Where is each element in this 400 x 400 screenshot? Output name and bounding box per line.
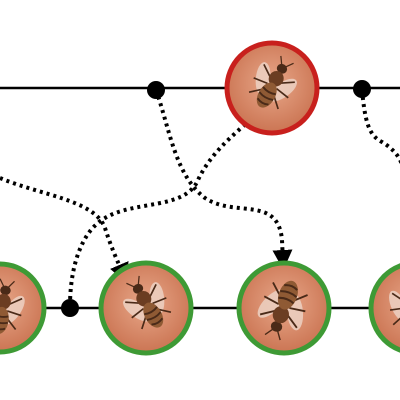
bottom-tile-4 bbox=[368, 263, 400, 353]
bottom-tile-3 bbox=[236, 260, 332, 356]
link-bottom-junction-to-top-tile bbox=[68, 106, 264, 307]
bottom-junction-1 bbox=[61, 299, 79, 317]
top-junction-1 bbox=[147, 81, 165, 99]
top-junction-2 bbox=[353, 80, 371, 98]
bottom-tile-1 bbox=[0, 261, 47, 355]
bottom-tile-2 bbox=[98, 260, 194, 356]
top-tile-1 bbox=[224, 40, 320, 136]
link-left-to-bottom-tile-2 bbox=[0, 176, 129, 284]
link-top-junction-to-bottom-tile-3 bbox=[154, 89, 293, 270]
link-top-junction-2-to-right bbox=[360, 89, 400, 166]
